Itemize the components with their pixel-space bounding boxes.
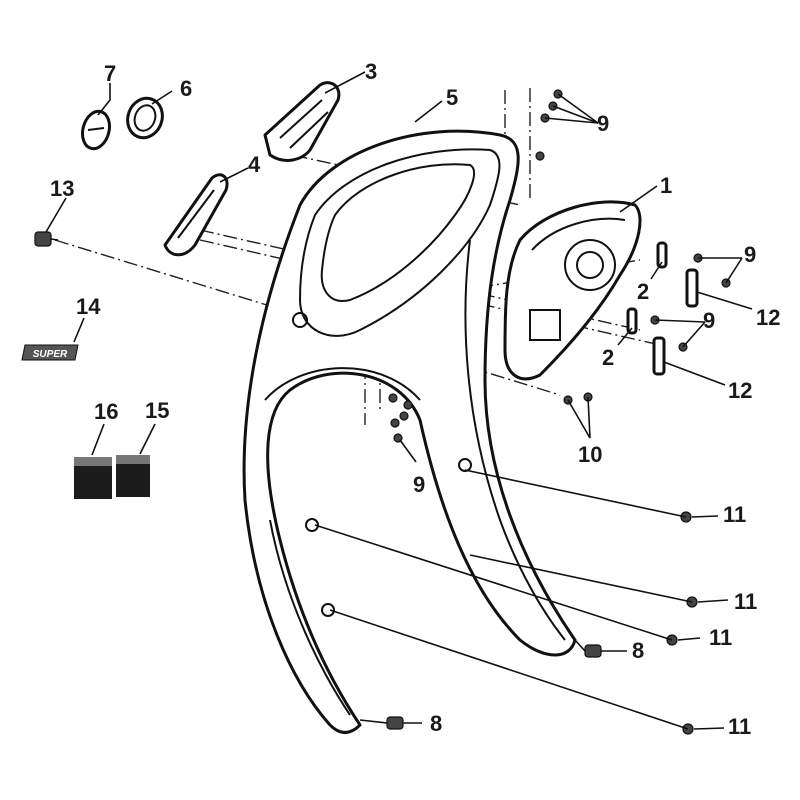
callout-11-a: 11 — [723, 502, 746, 527]
callout-15: 15 — [145, 398, 169, 423]
callout-11-c: 11 — [709, 625, 732, 650]
clip-2-lower — [626, 307, 638, 335]
callout-7: 7 — [104, 61, 116, 86]
emblem-7 — [81, 109, 111, 151]
callout-9-center: 9 — [413, 472, 425, 497]
callout-8-left: 8 — [430, 711, 442, 736]
sticker-16 — [74, 457, 112, 499]
emblem-ring-6 — [126, 96, 164, 140]
upper-bracket — [263, 81, 341, 162]
callout-12-upper: 12 — [756, 305, 780, 330]
emblem-badge-text: SUPER — [33, 349, 68, 360]
callout-6: 6 — [180, 76, 192, 101]
callout-9-top: 9 — [597, 111, 609, 136]
callout-2-upper: 2 — [637, 279, 649, 304]
callout-5: 5 — [446, 85, 458, 110]
callout-12-lower: 12 — [728, 378, 752, 403]
callout-10: 10 — [578, 442, 602, 467]
clip-2-upper — [656, 241, 668, 269]
side-bracket — [163, 173, 229, 257]
nut-12-lower — [652, 336, 666, 376]
screw-13 — [34, 231, 59, 247]
front-shield-panel — [242, 129, 577, 734]
sticker-15 — [116, 455, 150, 497]
clips-8 — [386, 644, 602, 730]
callout-14: 14 — [76, 294, 101, 319]
callout-11-b: 11 — [734, 589, 757, 614]
nuts-11 — [666, 511, 698, 735]
callout-13: 13 — [50, 176, 74, 201]
callout-4: 4 — [248, 152, 261, 177]
callout-9-right-lower: 9 — [703, 308, 715, 333]
callout-1: 1 — [660, 173, 672, 198]
callout-11-d: 11 — [728, 714, 751, 739]
headlight-housing — [503, 200, 642, 381]
emblem-badge-14: SUPER — [21, 344, 79, 361]
callout-16: 16 — [94, 399, 118, 424]
nut-12-upper — [685, 268, 699, 308]
callout-3: 3 — [365, 59, 377, 84]
leader-lines — [45, 71, 753, 730]
callout-9-right-upper: 9 — [744, 242, 756, 267]
callout-2-lower: 2 — [602, 345, 614, 370]
callout-labels: 1 2 2 3 4 5 6 7 8 8 9 9 9 9 10 11 11 11 … — [50, 59, 780, 739]
callout-8-right: 8 — [632, 638, 644, 663]
